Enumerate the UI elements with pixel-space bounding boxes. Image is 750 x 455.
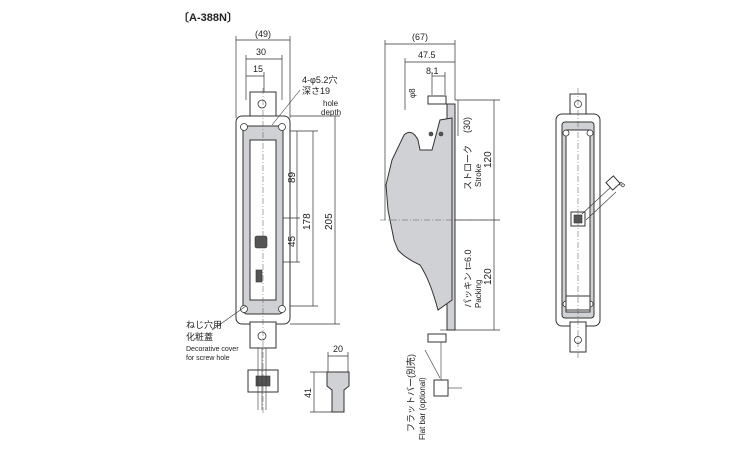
top-bracket-hole [257, 99, 267, 109]
front-view: (49) 30 15 205 [186, 29, 341, 415]
dim-47-5-text: 47.5 [418, 50, 436, 60]
cam-bar [581, 185, 613, 215]
screw-hole-4 [278, 305, 286, 313]
packing-label-en: Packing [474, 280, 483, 308]
cover-detail-view: 20 41 [303, 344, 350, 413]
dim-15-text: 15 [253, 64, 263, 74]
dim-41-text: 41 [303, 388, 313, 398]
side-view: (67) 47.5 8.1 φ8 (30) 120 ストローク Stroke 1… [380, 32, 500, 440]
packing-label-jp: パッキン t=6.0 [463, 250, 473, 309]
dim-205-text: 205 [324, 213, 335, 230]
rear-view: 8 [555, 88, 628, 360]
cover-note-en-1: Decorative cover [186, 346, 239, 353]
screw-hole-3 [240, 305, 248, 313]
screw-hole-2 [278, 123, 286, 131]
cover-detail-shape [326, 371, 350, 413]
flat-bar-bracket [433, 379, 449, 397]
dim-89-text: 89 [287, 171, 298, 183]
stroke-label-jp: ストローク [463, 145, 473, 190]
stroke-value-bottom: 120 [483, 268, 494, 285]
side-handle-profile [385, 117, 453, 311]
flatbar-label-jp: フラットバー(別売) [405, 354, 416, 432]
cover-note-jp-1: ねじ穴用 [186, 319, 222, 330]
dim-20-text: 20 [333, 344, 343, 354]
top-pin [427, 95, 447, 105]
bottom-pin [427, 333, 447, 343]
screw-hole-1 [240, 123, 248, 131]
hole-note-en-1: hole [323, 99, 339, 108]
cover-note-leader [211, 305, 247, 331]
hole-note-jp-1: 4-φ5.2穴 [302, 74, 337, 85]
dim-8-1-text: 8.1 [426, 66, 439, 76]
cover-note-en-2: for screw hole [186, 355, 230, 362]
dim-8-rear-text: 8 [617, 180, 627, 189]
dim-178-text: 178 [302, 213, 313, 230]
stroke-value-top: 120 [483, 151, 494, 168]
dim-49-text: (49) [255, 29, 271, 39]
flat-bar-leader [424, 349, 441, 379]
stroke-label-en: Stroke [474, 163, 483, 187]
flatbar-label-en: Flat bar (optional) [418, 377, 427, 440]
hole-note-jp-2: 深さ19 [302, 86, 330, 96]
hole-note-leader [271, 89, 301, 126]
dim-45-text: 45 [287, 235, 298, 247]
dim-30-text: 30 [256, 47, 266, 57]
hole-note-en-2: depth [321, 108, 341, 117]
dim-phi8-text: φ8 [408, 88, 417, 98]
key-cylinder [254, 235, 268, 249]
latch-window [255, 269, 263, 283]
dim-30-side-text: (30) [462, 117, 472, 133]
dim-67-text: (67) [412, 32, 428, 42]
cover-note-jp-2: 化粧蓋 [186, 331, 213, 342]
model-label: 〔A-388N〕 [178, 11, 238, 24]
